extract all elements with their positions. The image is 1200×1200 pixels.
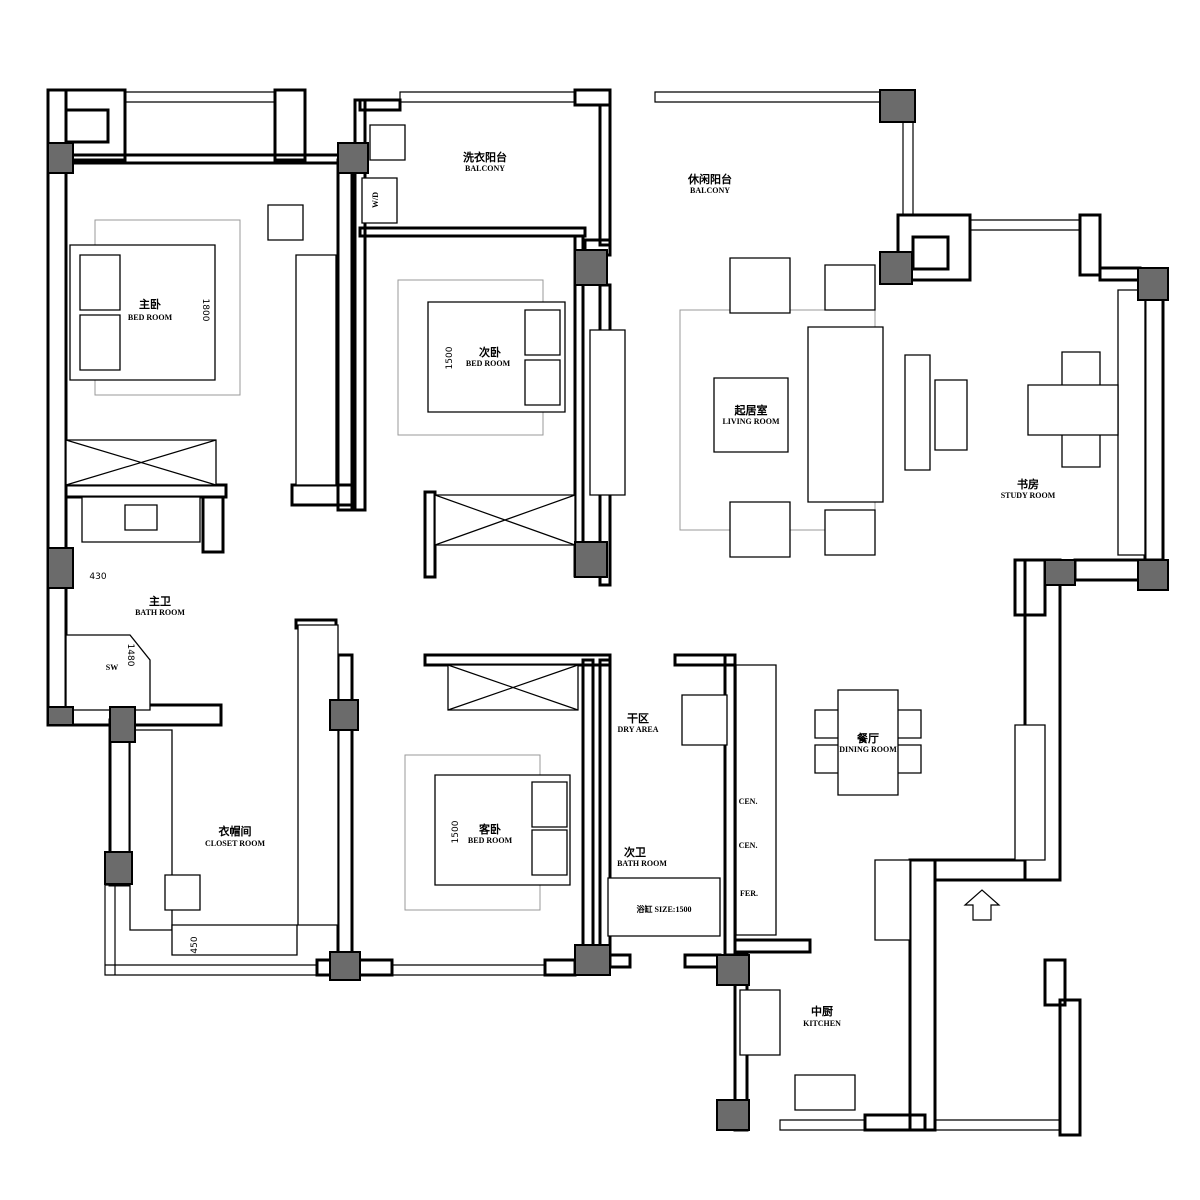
study-room-label: 书房 [1017,477,1039,491]
entrance-arrow-icon [963,889,1001,921]
living-room-label-en: LIVING ROOM [722,417,780,426]
master-bedroom-label: 主卧 [139,297,161,311]
second-bath-label: 次卫 [624,845,646,859]
furniture [81,124,1119,1111]
closet-dim: 450 [190,936,200,953]
second-bath-label-en: BATH ROOM [617,859,667,868]
master-bed-size: 1800 [200,299,210,322]
guest-bed-size: 1500 [451,820,461,843]
cabinet-label: CEN. [739,797,758,806]
leisure-balcony-label: 休闲阳台 [687,172,732,186]
dining-room-label: 餐厅 [856,731,879,745]
guest-bedroom-label-en: BED ROOM [468,836,513,845]
master-bath-label: 主卫 [149,594,171,608]
kitchen-label: 中厨 [811,1004,833,1018]
master-bath-label-en: BATH ROOM [135,608,185,617]
second-bedroom-label: 次卧 [479,345,501,359]
closet-label-en: CLOSET ROOM [205,839,266,848]
fridge-label: FER. [740,889,758,898]
study-room-label-en: STUDY ROOM [1001,491,1056,500]
shower-label: SW [106,663,118,672]
structural-columns [47,89,1169,1131]
laundry-balcony-label: 洗衣阳台 [463,150,507,164]
cabinet-label: CEN. [739,841,758,850]
master-bath-dim-depth: 1480 [125,644,135,667]
laundry-balcony-label-en: BALCONY [465,164,505,173]
master-bedroom-label-en: BED ROOM [128,313,173,322]
dry-area-label: 干区 [627,712,649,725]
dining-room-label-en: DINING ROOM [839,745,897,754]
furniture-guide-lines [94,219,876,911]
beds [69,244,571,886]
wardrobe-cross-marks [65,439,579,711]
second-bed-size: 1500 [445,346,455,369]
kitchen-label-en: KITCHEN [803,1019,841,1028]
shower-tray [65,634,151,711]
dry-area-label-en: DRY AREA [618,725,659,734]
washer-label: W/D [371,192,380,208]
bathtub-label: 浴缸 SIZE:1500 [637,904,692,914]
guest-bedroom-label: 客卧 [478,822,501,836]
leisure-balcony-label-en: BALCONY [690,186,730,195]
master-bath-dim-width: 430 [89,572,106,582]
second-bedroom-label-en: BED ROOM [466,359,511,368]
closet-label: 衣帽间 [219,824,252,838]
living-room-label: 起居室 [734,403,768,417]
